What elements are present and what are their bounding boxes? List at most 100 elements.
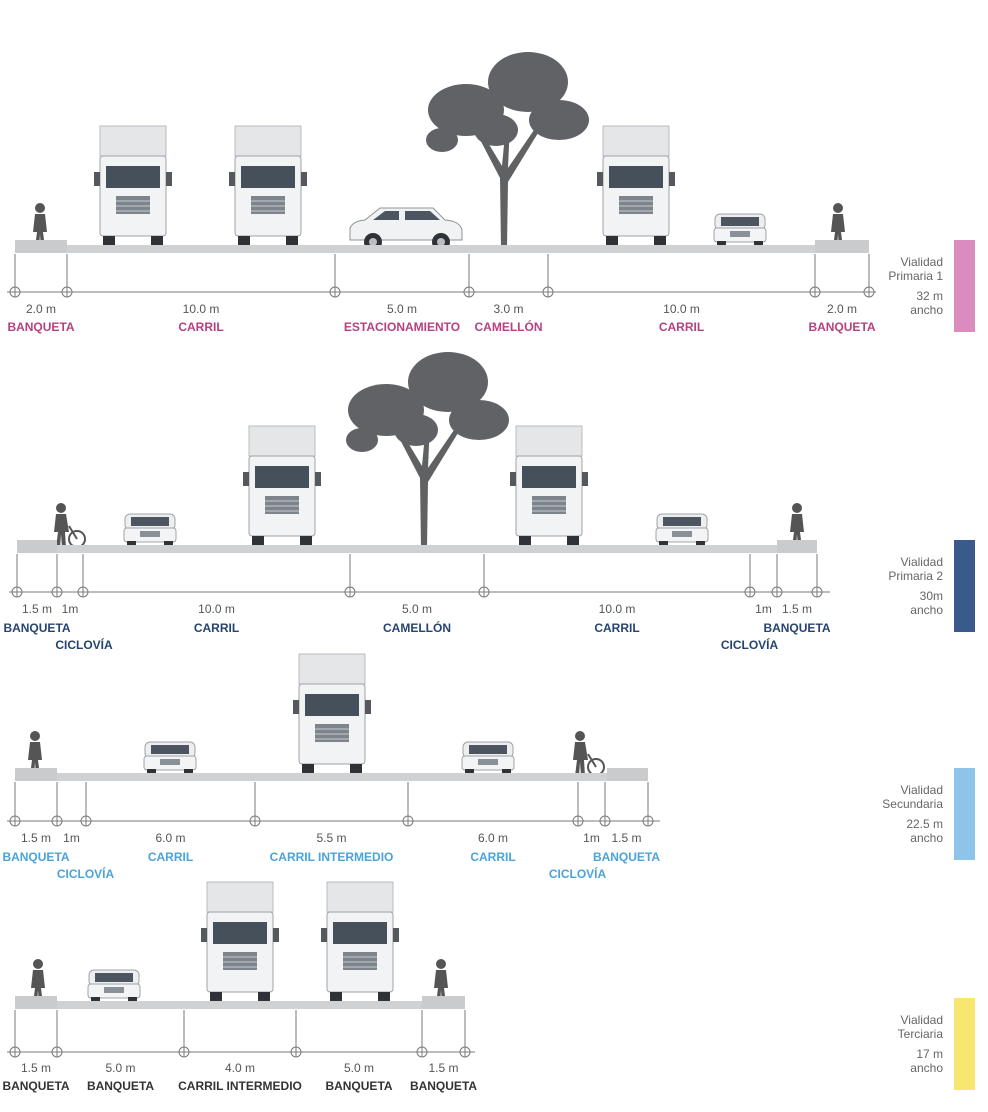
right-sidewalk xyxy=(777,540,817,553)
truck-icon xyxy=(320,881,400,1005)
car-icon xyxy=(655,513,709,549)
segment-label: CAMELLÓN xyxy=(475,319,543,334)
section-1: 2.0 m BANQUETA 10.0 m CARRIL 5.0 m ESTACIONAM… xyxy=(7,52,975,334)
road-surface xyxy=(57,1001,422,1009)
tree-icon xyxy=(346,352,509,548)
section-color-bar xyxy=(954,768,975,860)
road-surface xyxy=(67,245,815,253)
segment-dimension: 1m xyxy=(62,602,79,616)
segment-label: BANQUETA xyxy=(2,1079,69,1093)
segment-label: CARRIL xyxy=(594,621,639,635)
truck-icon xyxy=(93,125,173,249)
section-legend-text: Terciaria xyxy=(898,1027,944,1041)
section-legend-text: Vialidad xyxy=(901,783,943,797)
car-icon xyxy=(713,213,767,249)
segment-label: CICLOVÍA xyxy=(57,866,115,881)
segment-label: CARRIL xyxy=(194,621,239,635)
segment-dimension: 3.0 m xyxy=(493,302,523,316)
section-legend-text: Primaria 1 xyxy=(888,269,943,283)
segment-dimension: 10.0 m xyxy=(599,602,636,616)
segment-label: CICLOVÍA xyxy=(55,637,113,652)
truck-icon xyxy=(292,653,372,777)
segment-label: BANQUETA xyxy=(2,850,69,864)
segment-dimension: 5.0 m xyxy=(402,602,432,616)
tree-icon xyxy=(426,52,589,248)
segment-label: CARRIL INTERMEDIO xyxy=(178,1079,302,1093)
cyclist-icon xyxy=(572,730,605,777)
section-legend-text: Secundaria xyxy=(882,797,943,811)
segment-label: CARRIL INTERMEDIO xyxy=(270,850,394,864)
road-surface xyxy=(57,545,777,553)
segment-dimension: 1m xyxy=(63,831,80,845)
car-icon xyxy=(461,741,515,777)
segment-label: BANQUETA xyxy=(808,320,875,334)
segment-label: CICLOVÍA xyxy=(549,866,607,881)
left-sidewalk xyxy=(17,540,57,553)
section-legend-text: 17 m xyxy=(916,1047,943,1061)
segment-dimension: 5.0 m xyxy=(105,1061,135,1075)
truck-icon xyxy=(228,125,308,249)
segment-dimension: 6.0 m xyxy=(155,831,185,845)
section-legend-text: ancho xyxy=(910,603,943,617)
road-surface xyxy=(57,773,607,781)
segment-label: BANQUETA xyxy=(87,1079,154,1093)
section-legend-text: Vialidad xyxy=(901,255,943,269)
segment-label: BANQUETA xyxy=(593,850,660,864)
segment-label: BANQUETA xyxy=(3,621,70,635)
section-4: 1.5 m BANQUETA 5.0 m BANQUETA 4.0 m CARRIL IN… xyxy=(2,881,975,1093)
segment-dimension: 1m xyxy=(583,831,600,845)
section-color-bar xyxy=(954,240,975,332)
section-legend-text: Primaria 2 xyxy=(888,569,943,583)
segment-label: CARRIL xyxy=(470,850,515,864)
segment-dimension: 1m xyxy=(755,602,772,616)
segment-dimension: 5.0 m xyxy=(344,1061,374,1075)
segment-dimension: 10.0 m xyxy=(183,302,220,316)
segment-dimension: 1.5 m xyxy=(428,1061,458,1075)
segment-dimension: 2.0 m xyxy=(26,302,56,316)
truck-icon xyxy=(242,425,322,549)
segment-dimension: 6.0 m xyxy=(478,831,508,845)
segment-dimension: 1.5 m xyxy=(611,831,641,845)
segment-label: ESTACIONAMIENTO xyxy=(344,320,460,334)
sidecar-icon xyxy=(349,207,463,252)
car-icon xyxy=(143,741,197,777)
segment-label: CARRIL xyxy=(148,850,193,864)
section-legend-text: ancho xyxy=(910,303,943,317)
section-color-bar xyxy=(954,998,975,1090)
section-legend-text: Vialidad xyxy=(901,555,943,569)
segment-label: BANQUETA xyxy=(410,1079,477,1093)
segment-dimension: 1.5 m xyxy=(21,831,51,845)
truck-icon xyxy=(596,125,676,249)
left-sidewalk xyxy=(15,768,57,781)
segment-dimension: 5.0 m xyxy=(387,302,417,316)
right-sidewalk xyxy=(607,768,648,781)
segment-dimension: 2.0 m xyxy=(827,302,857,316)
section-legend-text: Vialidad xyxy=(901,1013,943,1027)
right-sidewalk xyxy=(815,240,869,253)
segment-label: CAMELLÓN xyxy=(383,620,451,635)
segment-dimension: 4.0 m xyxy=(225,1061,255,1075)
segment-label: BANQUETA xyxy=(325,1079,392,1093)
truck-icon xyxy=(200,881,280,1005)
segment-dimension: 10.0 m xyxy=(198,602,235,616)
segment-label: BANQUETA xyxy=(7,320,74,334)
truck-icon xyxy=(509,425,589,549)
segment-dimension: 1.5 m xyxy=(21,1061,51,1075)
left-sidewalk xyxy=(15,996,57,1009)
right-sidewalk xyxy=(422,996,465,1009)
section-color-bar xyxy=(954,540,975,632)
segment-dimension: 5.5 m xyxy=(316,831,346,845)
segment-dimension: 1.5 m xyxy=(22,602,52,616)
section-legend-text: ancho xyxy=(910,1061,943,1075)
segment-label: CARRIL xyxy=(178,320,223,334)
segment-dimension: 1.5 m xyxy=(782,602,812,616)
section-legend-text: ancho xyxy=(910,831,943,845)
segment-label: CICLOVÍA xyxy=(721,637,779,652)
section-legend-text: 22.5 m xyxy=(906,817,943,831)
segment-label: BANQUETA xyxy=(763,621,830,635)
cyclist-icon xyxy=(53,502,86,549)
sections-layer: 2.0 m BANQUETA 10.0 m CARRIL 5.0 m ESTACIONAM… xyxy=(2,52,975,1093)
